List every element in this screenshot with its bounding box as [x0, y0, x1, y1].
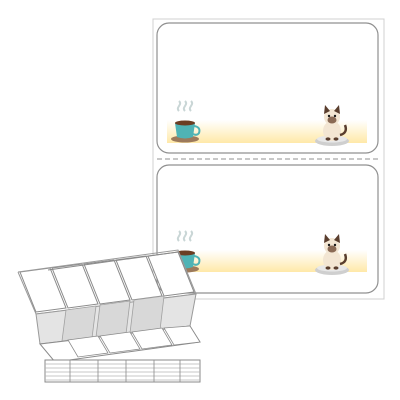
label-top-band — [167, 120, 367, 143]
fanfold-top-sheet — [17, 249, 197, 315]
fanfold-stacked-block — [39, 325, 201, 383]
fanfold-fold — [35, 293, 197, 345]
label-top — [156, 22, 379, 154]
label-bottom — [156, 164, 379, 294]
fanfold-stack — [17, 249, 201, 383]
label-bottom-band — [167, 250, 367, 272]
